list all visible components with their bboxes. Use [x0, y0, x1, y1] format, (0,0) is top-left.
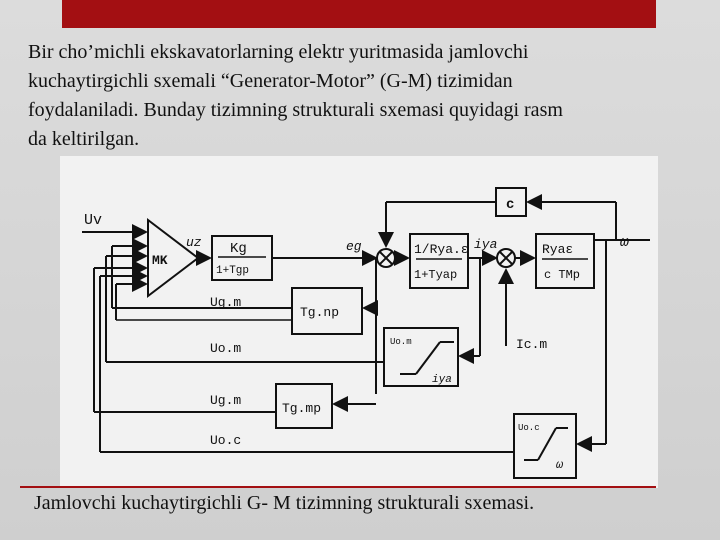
- armature-numerator: 1/Rya.ε: [414, 242, 469, 257]
- iya-label: iya: [474, 237, 497, 252]
- nonlinear-i-label: iya: [432, 374, 452, 386]
- mk-label: MK: [152, 253, 168, 268]
- armature-denominator: 1+Tyap: [414, 268, 457, 282]
- block-diagram-svg: Uv MK uz Kg 1+Tgp eg 1/Rya.ε 1+Tyap iya …: [82, 187, 650, 479]
- ugm-feedback-label: Ug.m: [210, 295, 241, 310]
- uom-feedback-label: Uo.m: [210, 341, 241, 356]
- uoc-box-label: Uo.c: [518, 423, 540, 433]
- omega-output-label: ω: [620, 234, 629, 251]
- tgn-block-label: Tg.np: [300, 305, 339, 320]
- nonlinear-u-label: Uo.m: [390, 337, 412, 347]
- motor-denominator: c TMp: [544, 268, 580, 282]
- c-block-label: c: [506, 197, 514, 213]
- diagram-labels: Uv MK uz Kg 1+Tgp eg 1/Rya.ε 1+Tyap iya …: [84, 197, 629, 472]
- eg-label: eg: [346, 239, 362, 254]
- caption-divider: [20, 486, 656, 488]
- uoc-feedback-label: Uo.c: [210, 433, 241, 448]
- paragraph-line: foydalaniladi. Bunday tizimning struktur…: [28, 99, 563, 121]
- paragraph-line: kuchaytirgichli sxemali “Generator-Motor…: [28, 70, 513, 92]
- paragraph-line: da keltirilgan.: [28, 128, 140, 150]
- title-bar: [62, 0, 656, 28]
- motor-numerator: Ryaε: [542, 242, 573, 257]
- generator-denominator: 1+Tgp: [216, 265, 249, 277]
- paragraph-line: Bir cho’michli ekskavatorlarning elektr …: [28, 41, 529, 63]
- icm-label: Ic.m: [516, 337, 547, 352]
- slide-paragraph: Bir cho’michli ekskavatorlarning elektr …: [28, 38, 688, 154]
- figure-caption: Jamlovchi kuchaytirgichli G- M tizimning…: [34, 492, 535, 514]
- uv-label: Uv: [84, 212, 102, 229]
- uoc-box-omega: ω: [556, 458, 563, 472]
- uz-label: uz: [186, 235, 202, 250]
- generator-numerator: Kg: [230, 241, 247, 257]
- tgm-block-label: Tg.mp: [282, 401, 321, 416]
- structural-diagram: Uv MK uz Kg 1+Tgp eg 1/Rya.ε 1+Tyap iya …: [60, 156, 658, 488]
- ugm2-feedback-label: Ug.m: [210, 393, 241, 408]
